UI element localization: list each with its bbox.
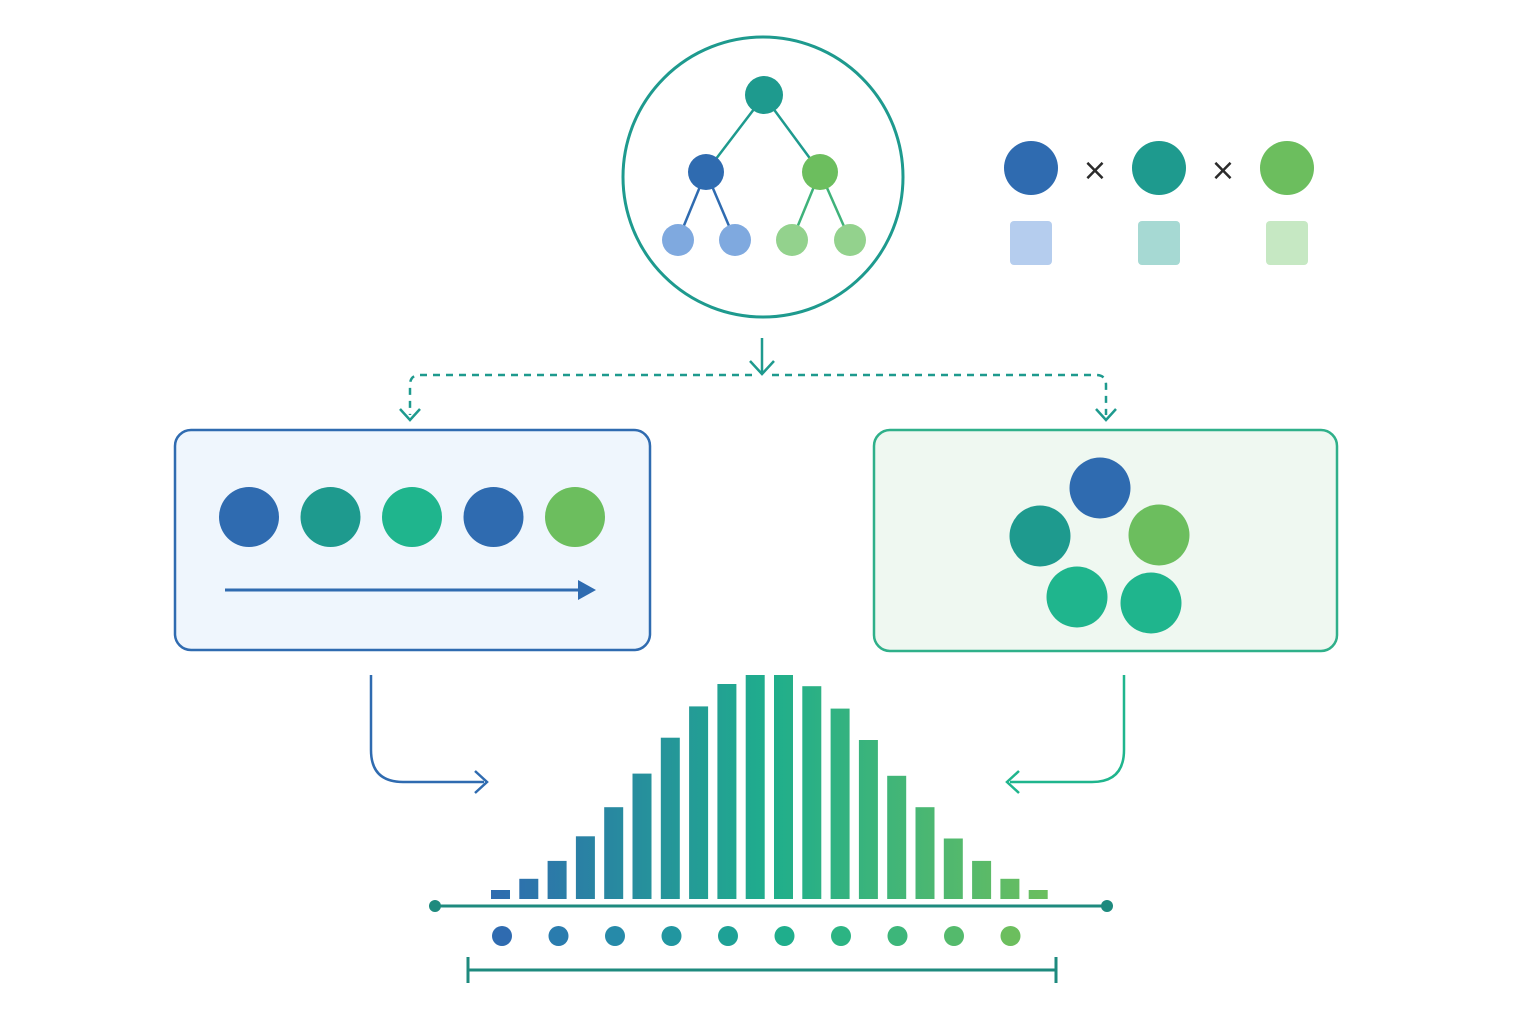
sequence-token bbox=[300, 487, 361, 547]
sample-marker bbox=[492, 926, 512, 946]
sample-marker bbox=[718, 926, 738, 946]
histogram-bar bbox=[887, 775, 907, 899]
cluster-panel bbox=[872, 428, 1339, 653]
tree-leaf-node bbox=[662, 224, 694, 256]
sequence-tokens bbox=[219, 487, 605, 547]
dashed-arrowhead-left bbox=[399, 408, 421, 422]
histogram-bar bbox=[491, 890, 510, 899]
sequence-arrowhead bbox=[578, 580, 596, 600]
histogram-bar bbox=[915, 807, 935, 899]
tree-hierarchy bbox=[621, 35, 905, 319]
cluster-token bbox=[1046, 566, 1108, 628]
cluster-token bbox=[1069, 457, 1131, 519]
tree-root-node bbox=[745, 76, 783, 114]
dashed-arrowhead-right bbox=[1095, 408, 1117, 422]
merge-arrow-left bbox=[369, 675, 484, 784]
legend-square-green bbox=[1266, 221, 1308, 265]
sequence-token bbox=[219, 487, 279, 547]
histogram-bar bbox=[972, 860, 992, 899]
histogram-bar bbox=[1028, 890, 1048, 899]
histogram-bar bbox=[689, 706, 709, 899]
merge-arrowhead-left bbox=[474, 770, 489, 794]
dashed-branch-left bbox=[408, 373, 752, 415]
histogram-bar bbox=[830, 708, 850, 899]
histogram-bar bbox=[519, 878, 539, 899]
combination-legend: × × bbox=[1004, 141, 1314, 265]
sample-marker bbox=[605, 926, 625, 946]
histogram-bar bbox=[774, 675, 793, 899]
cluster-tokens bbox=[1009, 457, 1190, 634]
baseline-endpoint-left bbox=[429, 900, 441, 912]
histogram-bar bbox=[632, 773, 652, 899]
sample-marker bbox=[661, 926, 682, 946]
histogram-bar bbox=[717, 684, 737, 899]
histogram-bar bbox=[547, 860, 567, 899]
cluster-panel-frame bbox=[872, 428, 1339, 653]
sample-marker bbox=[831, 926, 851, 946]
merge-arrowhead-right bbox=[1005, 770, 1020, 794]
sample-marker bbox=[548, 926, 569, 946]
sample-marker bbox=[944, 926, 964, 946]
histogram-bars bbox=[491, 675, 1048, 899]
histogram-bar bbox=[1000, 878, 1020, 899]
merge-arrow-right bbox=[1010, 675, 1126, 784]
sequence-token bbox=[382, 487, 442, 547]
sample-marker bbox=[887, 926, 908, 946]
histogram-bar bbox=[943, 838, 963, 899]
sample-markers bbox=[492, 926, 1021, 946]
legend-circle-green bbox=[1260, 141, 1314, 195]
legend-circle-teal bbox=[1132, 141, 1186, 195]
multiply-sign: × bbox=[1082, 153, 1107, 188]
stem-arrowhead bbox=[749, 360, 775, 376]
tree-branch-node-right bbox=[802, 154, 838, 190]
histogram-bar bbox=[745, 675, 765, 899]
split-connector bbox=[399, 338, 1117, 422]
legend-square-teal bbox=[1138, 221, 1180, 265]
legend-square-blue bbox=[1010, 221, 1052, 265]
sample-marker bbox=[1000, 926, 1021, 946]
tree-leaf-node bbox=[776, 224, 808, 256]
cluster-token bbox=[1009, 505, 1071, 567]
tree-leaf-node bbox=[719, 224, 751, 256]
sequence-panel bbox=[173, 428, 652, 652]
histogram-bar bbox=[604, 807, 624, 899]
merge-connector bbox=[369, 675, 1126, 794]
histogram-bar bbox=[575, 836, 595, 899]
tree-enclosure-circle bbox=[621, 35, 905, 319]
baseline-endpoint-right bbox=[1101, 900, 1113, 912]
histogram-bar bbox=[858, 740, 878, 899]
cluster-token bbox=[1128, 504, 1190, 566]
sequence-token bbox=[545, 487, 605, 547]
distribution-histogram bbox=[429, 675, 1113, 983]
histogram-bar bbox=[660, 737, 680, 899]
sample-marker bbox=[774, 926, 795, 946]
dashed-branch-right bbox=[772, 373, 1108, 415]
cluster-token bbox=[1120, 572, 1182, 634]
sequence-token bbox=[463, 487, 524, 547]
tree-leaf-node bbox=[834, 224, 866, 256]
histogram-bar bbox=[802, 686, 822, 899]
legend-circle-blue bbox=[1004, 141, 1058, 195]
multiply-sign: × bbox=[1210, 153, 1235, 188]
tree-branch-node-left bbox=[688, 154, 724, 190]
